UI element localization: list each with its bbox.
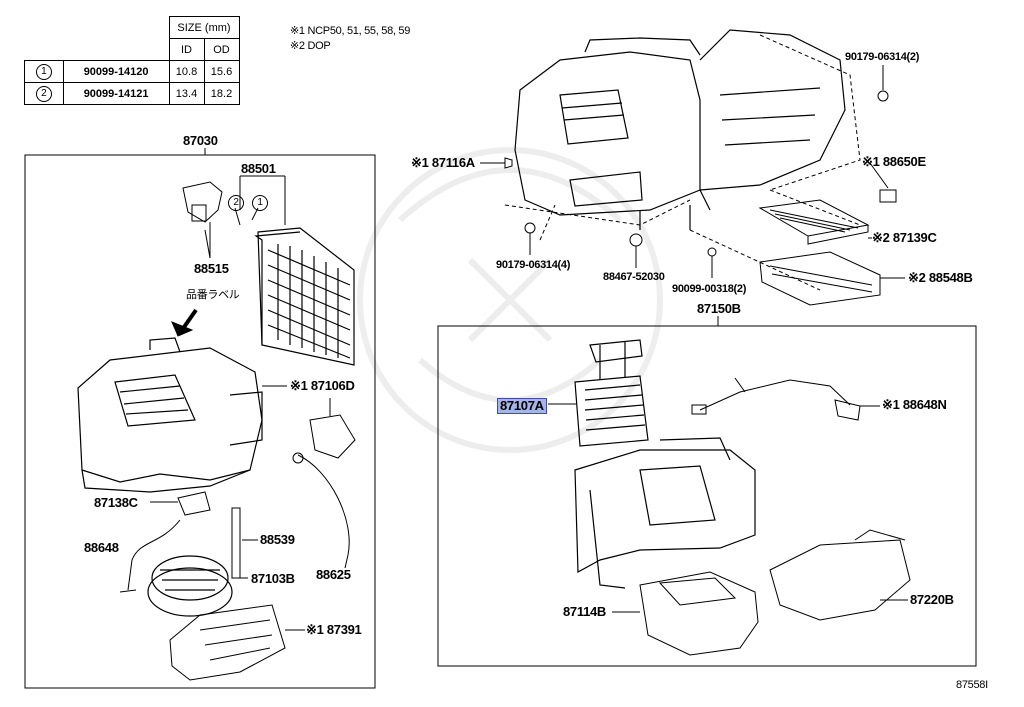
circle-2: 2 — [228, 195, 244, 211]
label-90179-4[interactable]: 90179-06314(4) — [496, 259, 571, 271]
harness-88648n — [699, 377, 851, 411]
label-88648[interactable]: 88648 — [84, 540, 119, 555]
blower-motor-part — [147, 555, 233, 617]
note-2: ※2 DOP — [290, 40, 331, 52]
label-90179-2[interactable]: 90179-06314(2) — [845, 51, 920, 63]
heater-unit-part — [574, 437, 756, 589]
label-88515[interactable]: 88515 — [194, 261, 229, 276]
filter-case-part — [759, 251, 881, 306]
sensor-wire — [297, 454, 350, 569]
duct-87220b — [769, 529, 911, 621]
label-87150b[interactable]: 87150B — [697, 301, 741, 316]
label-87106d[interactable]: ※1 87106D — [290, 378, 355, 393]
label-88625[interactable]: 88625 — [316, 567, 351, 582]
cover-part — [169, 604, 286, 681]
label-88548b[interactable]: ※2 88548B — [908, 270, 973, 285]
label-88648n[interactable]: ※1 88648N — [882, 397, 947, 412]
resistor-part — [177, 491, 211, 516]
label-87139c[interactable]: ※2 87139C — [872, 230, 937, 245]
part-number[interactable]: 90099-14121 — [62, 82, 170, 105]
figure-id: 87558I — [956, 679, 988, 691]
label-88650e[interactable]: ※1 88650E — [862, 154, 926, 169]
label-88467[interactable]: 88467-52030 — [603, 271, 665, 283]
table-row: 2 90099-14121 13.4 18.2 — [24, 82, 240, 105]
expansion-valve-part — [182, 181, 223, 258]
hvac-unit-part — [514, 29, 846, 230]
label-87103b[interactable]: 87103B — [251, 571, 295, 586]
sensor-88650e — [879, 189, 897, 203]
evaporator-part — [254, 227, 355, 366]
label-88501[interactable]: 88501 — [241, 161, 276, 176]
air-filter-part — [758, 199, 870, 245]
aspirator-tube — [231, 507, 241, 579]
blower-case-part — [77, 337, 263, 493]
label-87030[interactable]: 87030 — [183, 133, 218, 148]
hose-size-table: SIZE (mm) ID OD 1 90099-14120 10.8 15.6 … — [24, 16, 240, 105]
circle-mark: 1 — [35, 63, 52, 80]
label-87391[interactable]: ※1 87391 — [306, 622, 362, 637]
clip-part — [877, 90, 889, 102]
od-value: 15.6 — [203, 60, 240, 83]
circle-mark: 2 — [35, 85, 52, 102]
actuator-part — [309, 398, 356, 459]
assembly-box-87150b — [437, 325, 977, 667]
harness-88648 — [119, 519, 181, 593]
label-87107a-highlighted[interactable]: 87107A — [497, 398, 547, 414]
circle-1: 1 — [252, 195, 268, 211]
label-87138c[interactable]: 87138C — [94, 495, 138, 510]
label-hinban: 品番ラベル — [186, 289, 240, 301]
label-87116a[interactable]: ※1 87116A — [411, 155, 475, 170]
label-90099-2[interactable]: 90099-00318(2) — [672, 283, 747, 295]
heater-core-part — [574, 339, 649, 447]
note-1: ※1 NCP50, 51, 55, 58, 59 — [290, 25, 411, 37]
assembly-box-87030 — [24, 154, 376, 689]
label-88539[interactable]: 88539 — [260, 532, 295, 547]
label-87220b[interactable]: 87220B — [910, 592, 954, 607]
od-value: 18.2 — [203, 82, 240, 105]
label-87114b[interactable]: 87114B — [563, 604, 607, 619]
duct-87114b — [639, 571, 759, 656]
